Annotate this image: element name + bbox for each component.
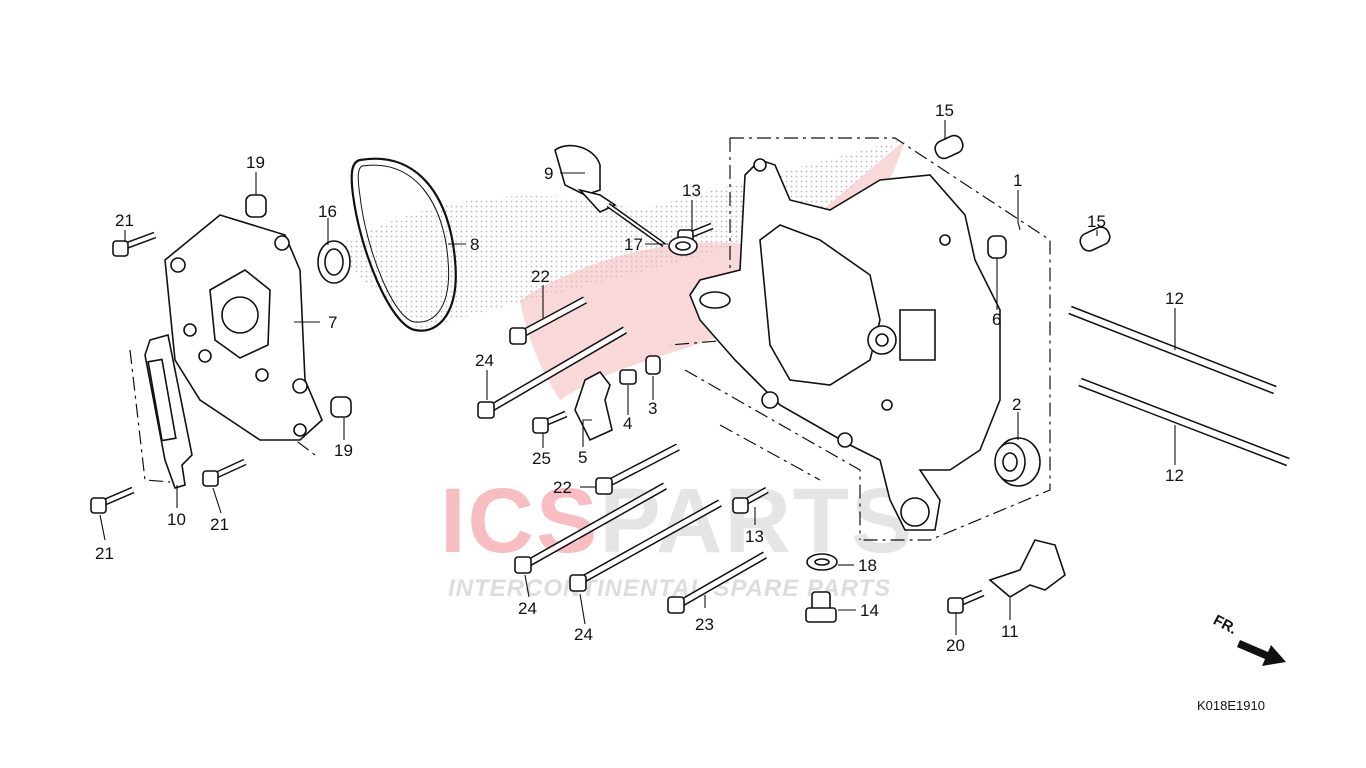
callout-24-lower-right[interactable]: 24 [574,625,593,644]
callout-5[interactable]: 5 [578,448,587,467]
callout-21-upper[interactable]: 21 [115,211,134,230]
callout-8[interactable]: 8 [470,235,479,254]
callout-24-upper[interactable]: 24 [475,351,494,370]
callout-23[interactable]: 23 [695,615,714,634]
callout-14[interactable]: 14 [860,601,879,620]
callout-9[interactable]: 9 [544,164,553,183]
callout-22-lower[interactable]: 22 [553,478,572,497]
drive-belt-part-8 [350,157,457,332]
bracket-part-10 [144,333,193,489]
callout-13-upper[interactable]: 13 [682,181,701,200]
callout-12-lower[interactable]: 12 [1165,466,1184,485]
callout-4[interactable]: 4 [623,414,632,433]
bearing-part-2 [994,437,1041,487]
left-cover-part [164,214,323,441]
stud-bolts-part-12 [1068,305,1290,467]
small-parts [574,236,838,571]
callout-13-lower[interactable]: 13 [745,527,764,546]
callout-25[interactable]: 25 [532,449,551,468]
watermark-brand: ICSPARTS [440,470,914,572]
long-bolts [477,296,767,614]
callout-17[interactable]: 17 [624,235,643,254]
bracket-part-11 [988,539,1066,598]
front-indicator: FR. [1210,612,1286,666]
short-bolts [90,222,985,623]
callout-6[interactable]: 6 [992,310,1001,329]
dowel-pins [245,134,1111,418]
dipstick-part-9 [554,144,666,248]
watermark-brand-prefix: ICS [440,470,599,572]
callout-20[interactable]: 20 [946,636,965,655]
callout-12-upper[interactable]: 12 [1165,289,1184,308]
crankcase-part-1 [689,158,1001,531]
callout-19-upper[interactable]: 19 [246,153,265,172]
callout-3[interactable]: 3 [648,399,657,418]
callout-15-upper[interactable]: 15 [935,101,954,120]
callout-24-lower-left[interactable]: 24 [518,599,537,618]
callout-16[interactable]: 16 [318,202,337,221]
front-indicator-label: FR. [1210,612,1239,638]
front-arrow-icon [1237,640,1286,666]
callout-15-right[interactable]: 15 [1087,212,1106,231]
callout-7[interactable]: 7 [328,313,337,332]
diagram-code: K018E1910 [1197,698,1265,713]
oil-seal-part-16 [317,240,351,284]
callout-1[interactable]: 1 [1013,171,1022,190]
callout-19-lower[interactable]: 19 [334,441,353,460]
callout-10[interactable]: 10 [167,510,186,529]
callout-21-lower-right[interactable]: 21 [210,515,229,534]
callout-18[interactable]: 18 [858,556,877,575]
callout-22-upper[interactable]: 22 [531,267,550,286]
callouts: 1 2 3 4 5 6 7 8 9 10 11 12 12 13 13 14 1… [95,101,1184,655]
leader-lines [99,120,1176,635]
callout-11[interactable]: 11 [1001,622,1019,641]
callout-2[interactable]: 2 [1012,395,1021,414]
callout-21-lower-left[interactable]: 21 [95,544,114,563]
